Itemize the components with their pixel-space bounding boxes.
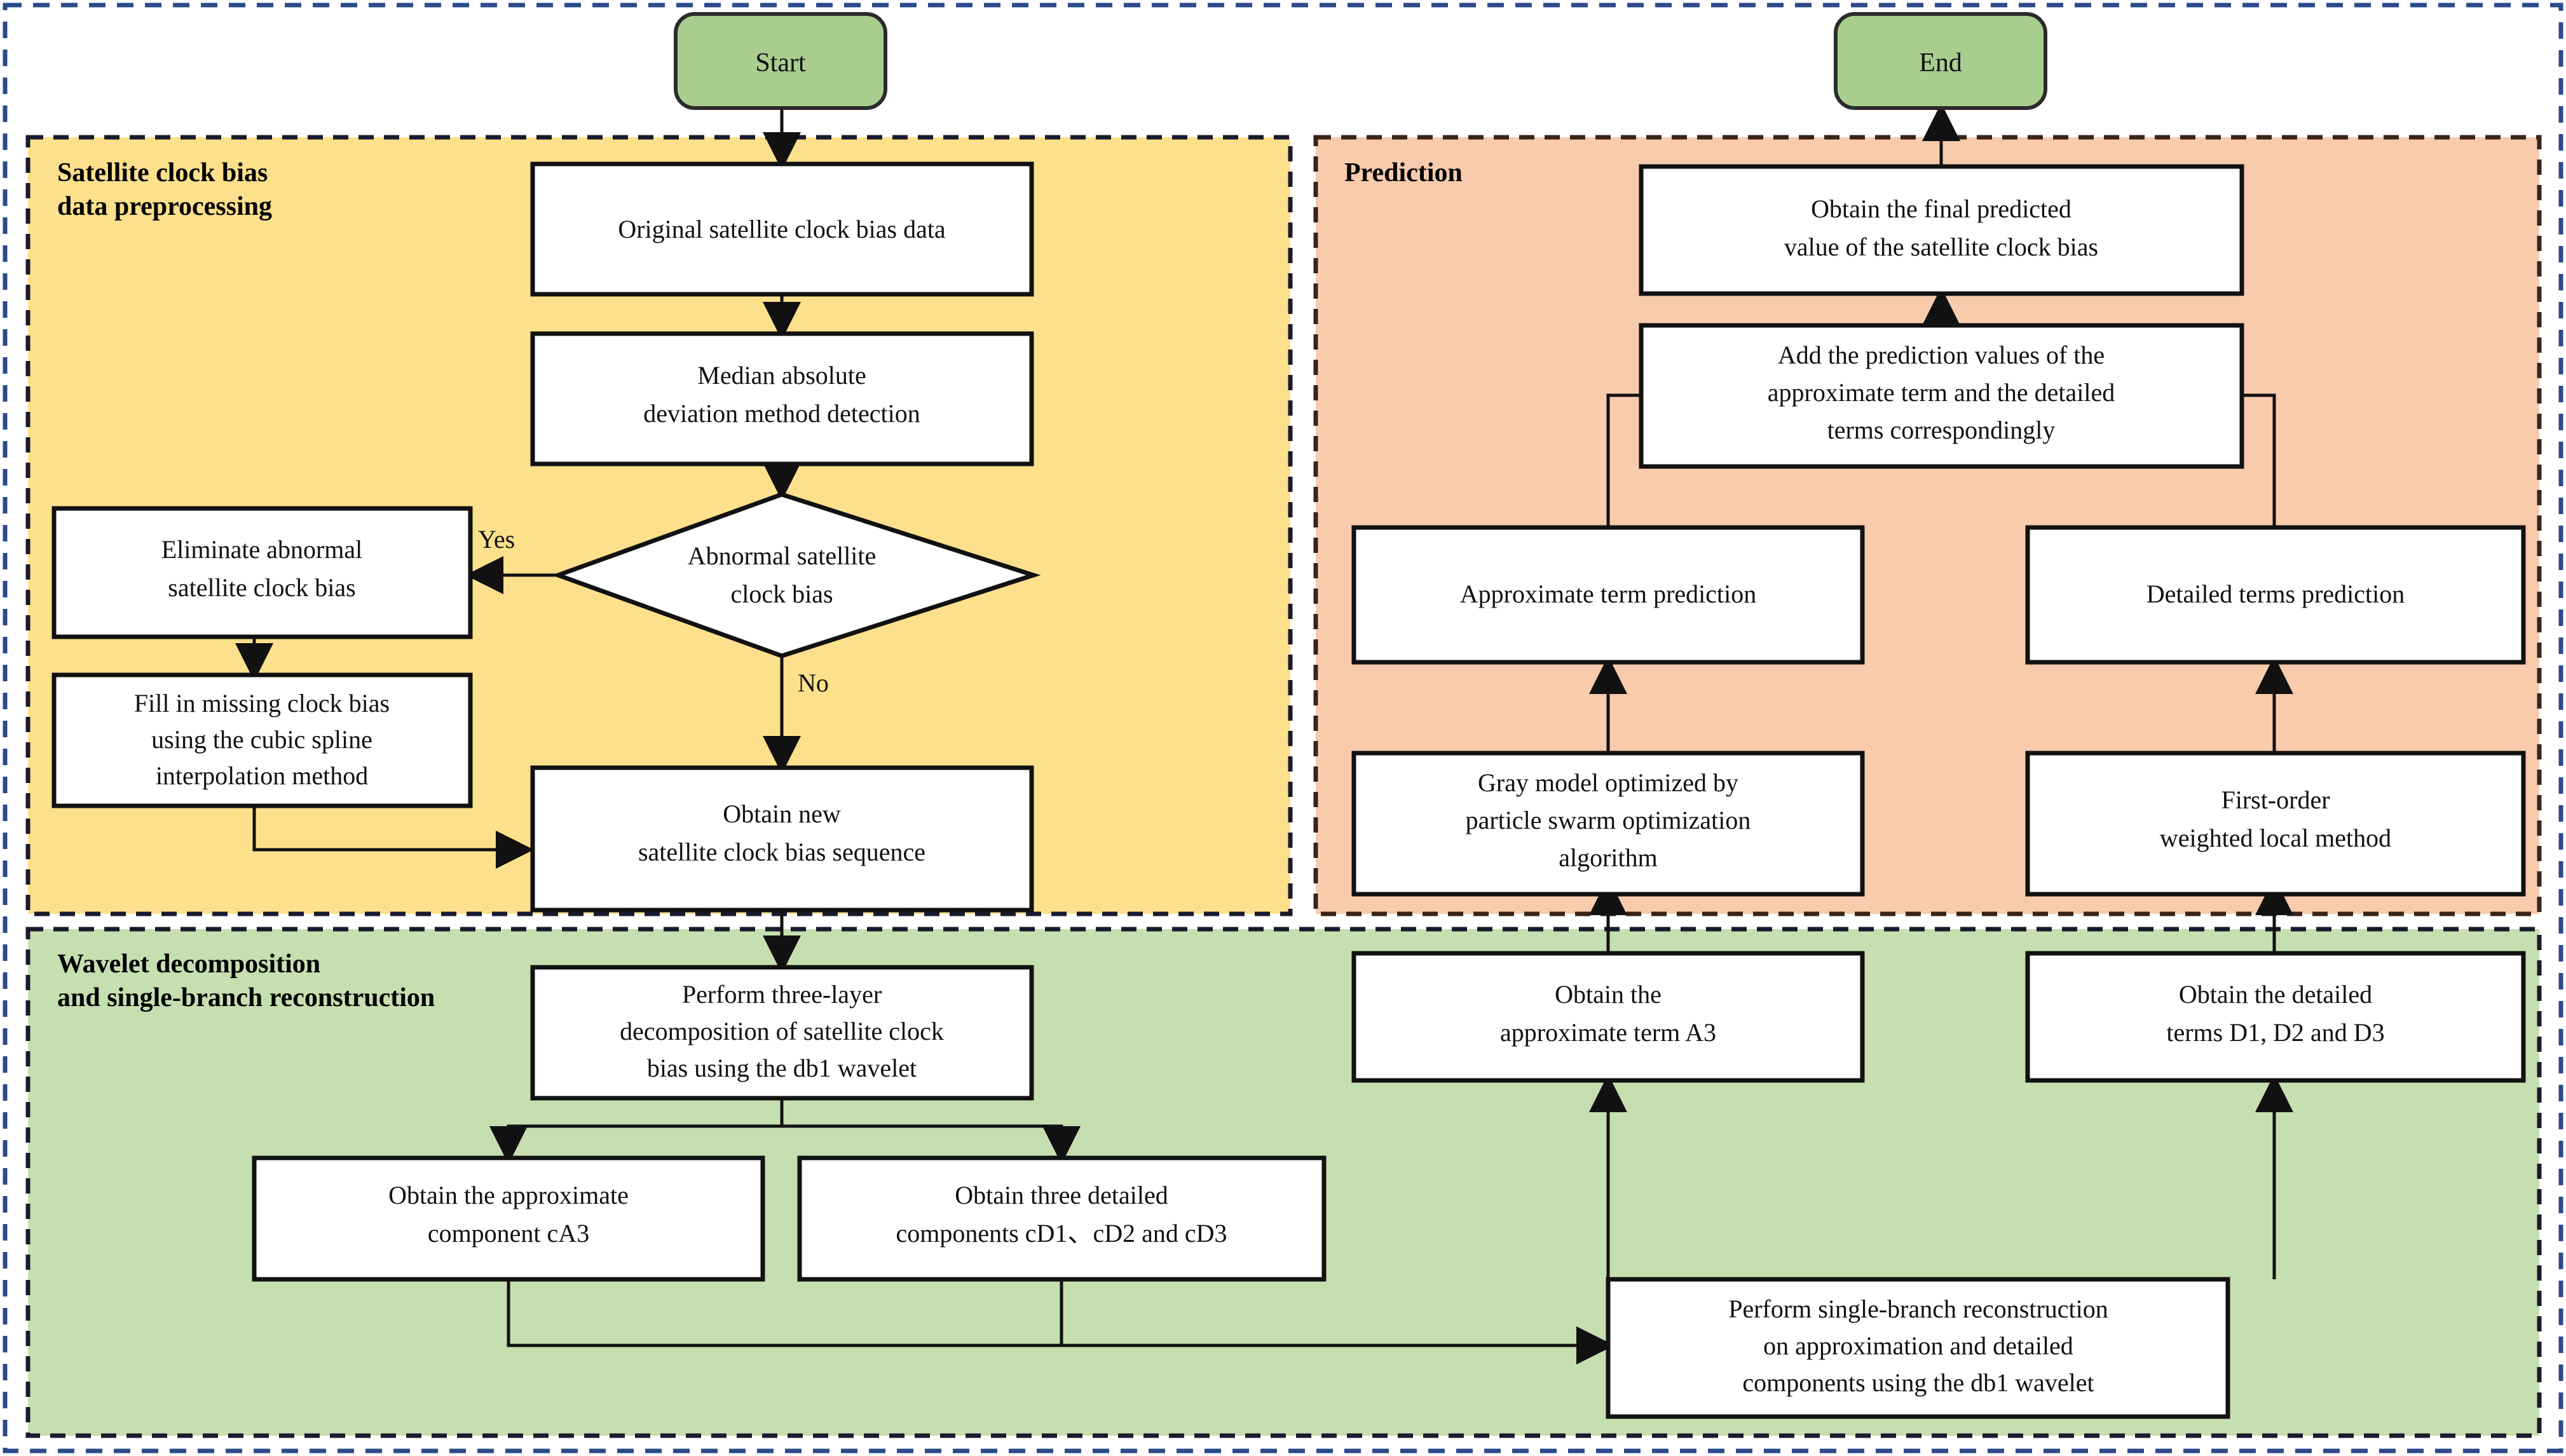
terminator-end[interactable]: End [1834,12,2047,110]
process-single-branch-reconstruction[interactable]: Perform single-branch reconstruction on … [1606,1277,2230,1419]
process-detailed-terms-prediction[interactable]: Detailed terms prediction [2025,525,2526,665]
process-eliminate-abnormal[interactable]: Eliminate abnormal satellite clock bias [51,506,473,639]
process-obtain-approximate-component-ca3-line1: Obtain the approximate [388,1181,629,1209]
decision-abnormal-satellite-clock-bias[interactable]: Abnormal satellite clock bias [551,492,1041,658]
process-fill-missing[interactable]: Fill in missing clock bias using the cub… [51,672,473,808]
panel-preprocessing-border [25,135,1293,916]
process-gray-model-pso-line3: algorithm [1559,843,1658,872]
edge-label-no: No [798,669,829,697]
process-approximate-term-prediction[interactable]: Approximate term prediction [1351,525,1865,665]
panel-label-wavelet-line2: and single-branch reconstruction [57,983,435,1012]
process-obtain-new-sequence[interactable]: Obtain new satellite clock bias sequence [530,765,1034,913]
process-first-order-weighted-line1: First-order [2221,786,2330,814]
process-obtain-new-sequence-line1: Obtain new [723,799,841,828]
edge-ca3-to-reconstruction [507,1279,1614,1364]
process-eliminate-abnormal-line2: satellite clock bias [168,573,355,602]
process-original-data-line1: Original satellite clock bias data [618,215,946,243]
process-fill-missing-line1: Fill in missing clock bias [134,689,390,718]
process-final-predicted-value[interactable]: Obtain the final predicted value of the … [1639,164,2244,296]
process-obtain-detailed-components-cd-line2: components cD1、cD2 and cD3 [896,1219,1227,1248]
process-gray-model-pso-line2: particle swarm optimization [1466,806,1751,834]
process-three-layer-decomposition-line2: decomposition of satellite clock [620,1017,944,1045]
process-obtain-approximate-term-a3[interactable]: Obtain the approximate term A3 [1351,951,1865,1083]
process-obtain-approximate-component-ca3[interactable]: Obtain the approximate component cA3 [252,1155,765,1282]
process-obtain-approximate-term-a3-line1: Obtain the [1555,980,1662,1009]
outer-border [3,3,2563,1453]
process-fill-missing-line3: interpolation method [156,761,368,790]
process-obtain-approximate-component-ca3-line2: component cA3 [428,1219,589,1248]
process-single-branch-reconstruction-line1: Perform single-branch reconstruction [1728,1295,2108,1323]
process-detailed-terms-prediction-line1: Detailed terms prediction [2146,580,2405,608]
process-three-layer-decomposition[interactable]: Perform three-layer decomposition of sat… [530,965,1034,1101]
process-obtain-detailed-terms-d-line1: Obtain the detailed [2179,980,2372,1009]
terminator-start[interactable]: Start [674,12,887,110]
process-approximate-term-prediction-line1: Approximate term prediction [1460,580,1757,608]
terminator-start-label: Start [755,48,806,78]
process-original-data[interactable]: Original satellite clock bias data [530,161,1034,297]
process-gray-model-pso-line1: Gray model optimized by [1478,768,1738,797]
process-obtain-detailed-terms-d[interactable]: Obtain the detailed terms D1, D2 and D3 [2025,951,2526,1083]
process-fill-missing-line2: using the cubic spline [151,725,372,754]
process-mad-detection[interactable]: Median absolute deviation method detecti… [530,331,1034,466]
process-obtain-detailed-components-cd-line1: Obtain three detailed [955,1181,1168,1209]
edge-label-yes: Yes [478,525,515,554]
process-final-predicted-value-line1: Obtain the final predicted [1811,194,2071,223]
process-obtain-approximate-term-a3-line2: approximate term A3 [1500,1018,1716,1047]
panel-label-preprocessing-line1: Satellite clock bias [57,158,268,187]
process-three-layer-decomposition-line1: Perform three-layer [682,980,882,1009]
edge-fill-to-newseq [252,806,534,869]
process-first-order-weighted[interactable]: First-order weighted local method [2025,751,2526,897]
decision-line2: clock bias [730,580,833,608]
process-single-branch-reconstruction-line2: on approximation and detailed [1763,1331,2073,1360]
panel-label-preprocessing-line2: data preprocessing [57,192,272,221]
panel-wavelet-border [25,927,2542,1438]
process-mad-detection-line2: deviation method detection [643,399,920,428]
process-obtain-detailed-components-cd[interactable]: Obtain three detailed components cD1、cD2… [797,1155,1327,1282]
process-add-prediction-values-line1: Add the prediction values of the [1778,341,2105,369]
edge-decomp-split-right [780,1098,1081,1164]
process-add-prediction-values-line3: terms correspondingly [1827,416,2056,444]
process-final-predicted-value-line2: value of the satellite clock bias [1784,233,2098,261]
process-first-order-weighted-line2: weighted local method [2160,824,2391,852]
process-eliminate-abnormal-line1: Eliminate abnormal [161,535,363,564]
process-single-branch-reconstruction-line3: components using the db1 wavelet [1742,1368,2094,1397]
process-gray-model-pso[interactable]: Gray model optimized by particle swarm o… [1351,751,1865,897]
decision-line1: Abnormal satellite [688,541,877,570]
terminator-end-label: End [1919,48,1962,78]
process-obtain-new-sequence-line2: satellite clock bias sequence [638,838,925,866]
panel-label-prediction: Prediction [1344,158,1463,187]
process-mad-detection-line1: Median absolute [697,361,866,390]
process-obtain-detailed-terms-d-line2: terms D1, D2 and D3 [2166,1018,2384,1047]
panel-label-wavelet-line1: Wavelet decomposition [57,949,320,979]
process-add-prediction-values-line2: approximate term and the detailed [1768,378,2115,407]
process-add-prediction-values[interactable]: Add the prediction values of the approxi… [1639,323,2244,469]
process-three-layer-decomposition-line3: bias using the db1 wavelet [647,1054,917,1082]
